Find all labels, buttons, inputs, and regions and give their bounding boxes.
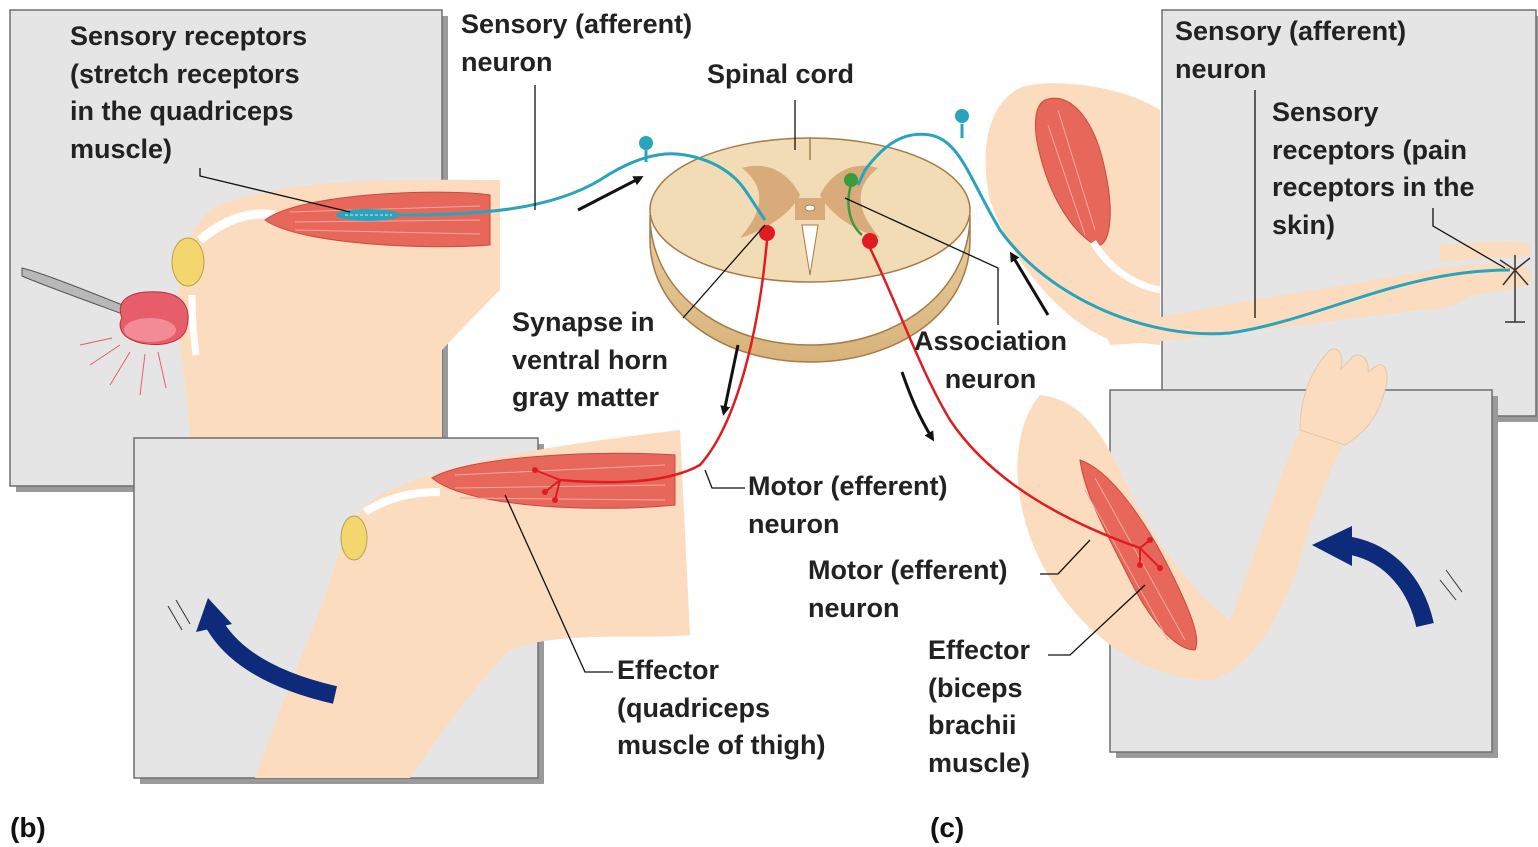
label-sensory-neuron-right: Sensory (afferent) neuron: [1175, 13, 1406, 88]
label-synapse-ventral-horn: Synapse in ventral horn gray matter: [512, 304, 668, 417]
panel-label-b: (b): [10, 812, 46, 844]
panel-label-c: (c): [930, 812, 964, 844]
label-association-neuron: Association neuron: [914, 323, 1067, 398]
label-spinal-cord: Spinal cord: [707, 56, 854, 94]
label-effector-quadriceps: Effector (quadriceps muscle of thigh): [617, 652, 826, 765]
label-motor-neuron-left: Motor (efferent) neuron: [748, 468, 947, 543]
label-sensory-receptors-stretch: Sensory receptors (stretch receptors in …: [70, 18, 307, 168]
label-sensory-receptors-pain: Sensory receptors (pain receptors in the…: [1272, 94, 1475, 244]
label-motor-neuron-right: Motor (efferent) neuron: [808, 552, 1007, 627]
label-sensory-neuron-left: Sensory (afferent) neuron: [461, 6, 692, 81]
label-effector-biceps: Effector (biceps brachii muscle): [928, 632, 1030, 782]
